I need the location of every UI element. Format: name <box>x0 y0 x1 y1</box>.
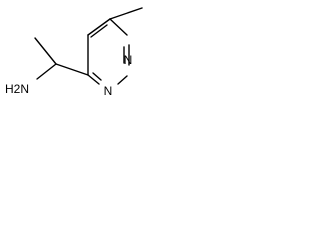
bond-ring-bottom-right <box>117 75 128 85</box>
bond-ring-bottom-left-inner <box>92 72 102 81</box>
bond-ch-to-nh2 <box>36 63 57 80</box>
bond-ring-top-left <box>87 18 111 36</box>
bond-ch-to-ch3 <box>34 37 57 65</box>
atom-label-ring-nitrogen-2: N <box>104 84 113 98</box>
bond-ring-top-right <box>109 18 128 36</box>
bond-ring-bottom-left <box>87 74 100 85</box>
bond-methyl <box>109 7 143 20</box>
atom-label-ring-nitrogen-1: N <box>124 53 133 67</box>
atom-label-amine: H2N <box>5 82 29 96</box>
bond-ring-top-left-inner <box>90 24 108 38</box>
molecule-structure: N N H2N <box>5 7 143 98</box>
bond-ring-to-ch <box>55 63 89 76</box>
